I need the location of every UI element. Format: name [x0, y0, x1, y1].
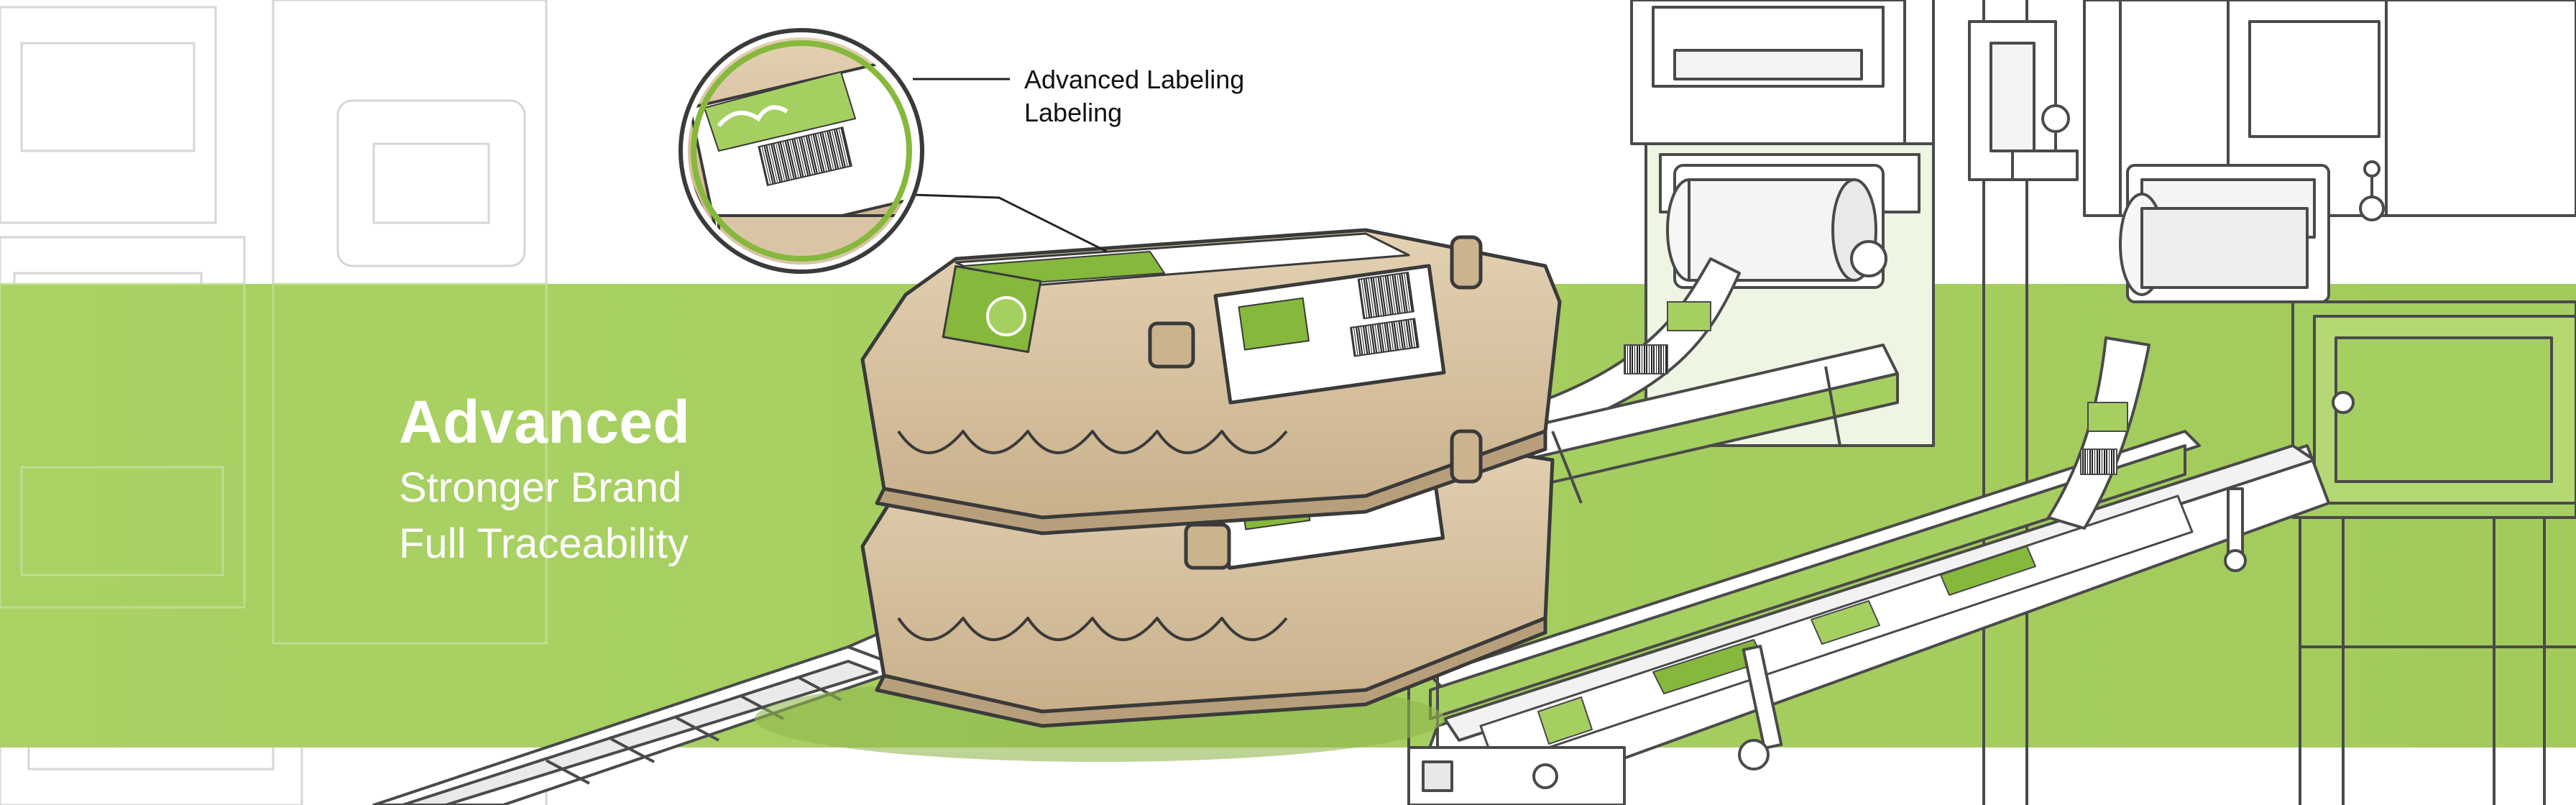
labeling-machine-right	[1630, 0, 2576, 805]
hero-title: Advanced	[399, 388, 691, 456]
label-conveyor	[1407, 257, 2330, 805]
callout-line-2: Labeling	[1024, 98, 1123, 128]
magnifier-circle-icon	[678, 28, 924, 274]
hero-line-1: Stronger Brand	[399, 464, 682, 511]
zoom-callout-text: Advanced Labeling Labeling	[1024, 63, 1244, 129]
callout-leaders	[891, 78, 1108, 253]
egg-carton-stack	[755, 228, 1562, 762]
hero-copy: Advanced Stronger Brand Full Traceabilit…	[399, 392, 690, 577]
hero-line-2: Full Traceability	[399, 520, 689, 567]
callout-line-1: Advanced Labeling	[1024, 65, 1245, 94]
